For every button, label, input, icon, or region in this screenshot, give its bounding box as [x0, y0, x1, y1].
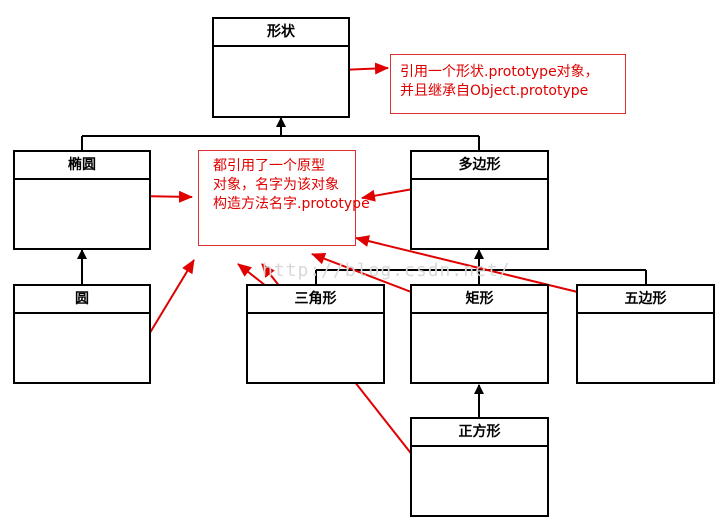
note-line: 对象，名字为该对象: [213, 177, 339, 193]
class-box-triangle: 三角形: [246, 284, 385, 384]
class-name-shape: 形状: [214, 19, 348, 47]
class-name-pentagon: 五边形: [578, 286, 713, 314]
class-name-polygon: 多边形: [412, 152, 547, 180]
note-shape-prototype: 引用一个形状.prototype对象， 并且继承自Object.prototyp…: [390, 54, 626, 114]
class-name-ellipse: 椭圆: [15, 152, 149, 180]
class-box-rectangle: 矩形: [410, 284, 549, 384]
class-name-square: 正方形: [412, 419, 547, 447]
class-box-pentagon: 五边形: [576, 284, 715, 384]
class-box-ellipse: 椭圆: [13, 150, 151, 250]
inherit-polygon: [315, 249, 647, 284]
note-line: 都引用了一个原型: [213, 158, 325, 174]
note-shared-prototype: 都引用了一个原型 对象，名字为该对象 构造方法名字.prototype: [198, 150, 370, 246]
watermark: http://blog.csdn.net/: [262, 260, 511, 281]
class-name-circle: 圆: [15, 286, 149, 314]
note-line: 引用一个形状.prototype对象，: [400, 64, 599, 80]
note-line: 构造方法名字.prototype: [213, 196, 370, 212]
note-line: 并且继承自Object.prototype: [400, 83, 589, 99]
inherit-shape: [81, 117, 480, 150]
class-box-square: 正方形: [410, 417, 549, 517]
class-box-circle: 圆: [13, 284, 151, 384]
class-box-polygon: 多边形: [410, 150, 549, 250]
class-name-rectangle: 矩形: [412, 286, 547, 314]
class-box-shape: 形状: [212, 17, 350, 118]
class-name-triangle: 三角形: [248, 286, 383, 314]
